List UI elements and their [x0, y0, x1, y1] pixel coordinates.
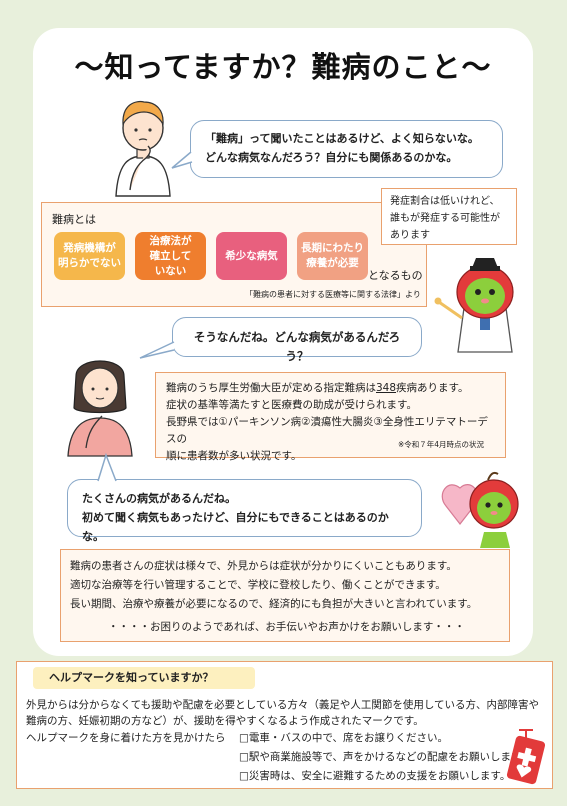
definition-pill-long-term: 長期にわたり 療養が必要 — [297, 232, 368, 280]
definition-tail: となるもの — [368, 269, 423, 282]
disease-count: 348 — [376, 382, 397, 394]
info-request: ・・・・お困りのようであれば、お手伝いやお声かけをお願いします・・・ — [108, 621, 465, 633]
thought-bubble-question: 「難病」って聞いたことはあるけど、よく知らないな。 どんな病気なんだろう？自分に… — [190, 120, 503, 178]
note-line: あります — [390, 230, 430, 241]
note-line: 発症割合は低いけれど、 — [390, 196, 500, 207]
thought-bubble-which-diseases: そうなんだね。どんな病気があるんだろう？ — [172, 317, 422, 363]
help-mark-lead: ヘルプマークを身に着けた方を見かけたら — [26, 732, 226, 744]
info-line: 難病の患者さんの症状は様々で、外見からは症状が分かりにくいこともあります。 — [70, 560, 457, 572]
help-mark-description: 外見からは分からなくても援助や配慮を必要としている方々（義足や人工関節を使用して… — [26, 699, 540, 727]
facts-line: 症状の基準等満たすと医療費の助成が受けられます。 — [166, 399, 417, 411]
bubble-line: たくさんの病気があるんだね。 — [82, 492, 236, 505]
facts-text: 疾病あります。 — [396, 382, 469, 394]
facts-text: 難病のうち厚生労働大臣が定める指定難病は — [166, 382, 376, 394]
definition-pill-unknown-cause: 発病機構が 明らかでない — [54, 232, 125, 280]
facts-footnote: ※令和７年4月時点の状況 — [398, 440, 485, 449]
definition-label: 難病とは — [52, 213, 96, 226]
note-line: 誰もが発症する可能性が — [390, 213, 500, 224]
designated-disease-facts: 難病のうち厚生労働大臣が定める指定難病は348疾病あります。 症状の基準等満たす… — [155, 372, 506, 462]
patient-info-box: 難病の患者さんの症状は様々で、外見からは症状が分かりにくいこともあります。 適切… — [60, 549, 510, 642]
facts-line: 長野県では①パーキンソン病②潰瘍性大腸炎③全身性エリテマトーデスの — [166, 416, 488, 445]
bubble-tail — [97, 452, 117, 482]
facts-line: 難病のうち厚生労働大臣が定める指定難病は348疾病あります。 — [166, 380, 495, 397]
definition-source: 「難病の患者に対する医療等に関する法律」より — [245, 290, 421, 299]
info-line: 長い期間、治療や療養が必要になるので、経済的にも負担が大きいと言われています。 — [70, 598, 478, 610]
bubble-line: 初めて聞く病気もあったけど、自分にもできることはあるのかな。 — [82, 511, 389, 543]
help-mark-item: □電車・バスの中で、席をお譲りください。 — [239, 732, 448, 744]
help-mark-item: □災害時は、安全に避難するための支援をお願いします。 — [239, 770, 511, 782]
page-title: 〜知ってますか？難病のこと〜 — [74, 50, 492, 84]
bubble-line: 「難病」って聞いたことはあるけど、よく知らないな。 — [205, 132, 479, 145]
help-mark-item: □駅や商業施設等で、声をかけるなどの配慮をお願いします。 — [239, 751, 531, 763]
help-mark-heading: ヘルプマークを知っていますか？ — [33, 667, 255, 689]
incidence-note: 発症割合は低いけれど、 誰もが発症する可能性が あります — [381, 188, 517, 245]
thinking-man-illustration — [115, 100, 171, 197]
thought-bubble-what-can-i-do: たくさんの病気があるんだね。 初めて聞く病気もあったけど、自分にもできることはあ… — [67, 479, 422, 543]
help-mark-icon — [506, 729, 546, 785]
facts-line: 順に患者数が多い状況です。 — [166, 450, 302, 462]
definition-pill-no-treatment: 治療法が 確立して いない — [135, 232, 206, 280]
heart-mascot-illustration — [441, 471, 519, 548]
bubble-tail — [171, 151, 193, 169]
doctor-mascot-illustration — [434, 258, 514, 353]
definition-pill-rare: 希少な病気 — [216, 232, 287, 280]
bubble-line: どんな病気なんだろう？自分にも関係あるのかな。 — [205, 151, 458, 164]
thinking-woman-illustration — [67, 360, 133, 457]
bubble-tail — [139, 341, 175, 359]
info-line: 適切な治療等を行い管理することで、学校に登校したり、働くことができます。 — [70, 579, 446, 591]
